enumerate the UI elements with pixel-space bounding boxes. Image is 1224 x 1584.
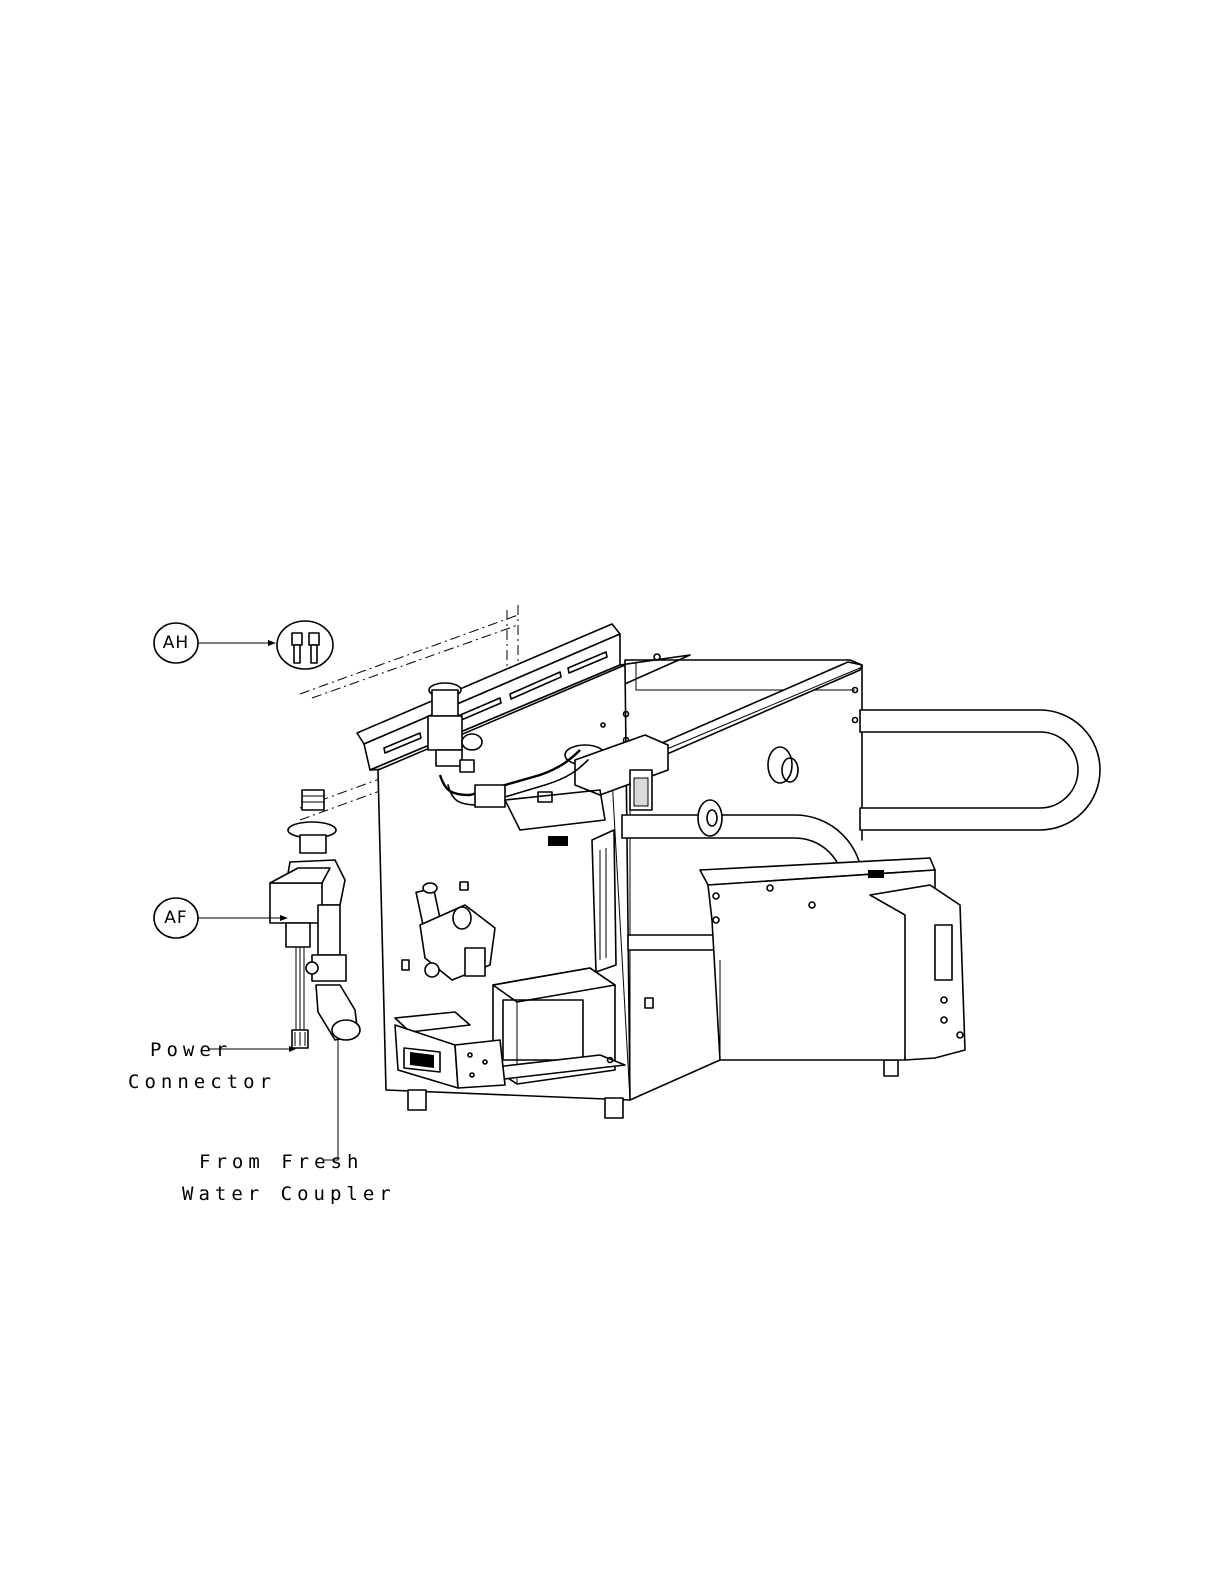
fresh-water-label-line1: From Fresh [199, 1151, 363, 1173]
power-connector-label-line1: Power [150, 1039, 232, 1061]
lower-right-module [700, 858, 965, 1060]
callout-ah-label: AH [163, 633, 189, 653]
callout-af: AF [154, 898, 288, 938]
power-connector-label-line2: Connector [128, 1071, 276, 1093]
fitting-pair-icon [292, 633, 319, 663]
callout-af-label: AF [164, 908, 187, 928]
callout-ah: AH [154, 621, 333, 669]
fresh-water-label-line2: Water Coupler [182, 1183, 396, 1205]
circuit-board [592, 830, 616, 972]
rear-handle [860, 710, 1100, 830]
